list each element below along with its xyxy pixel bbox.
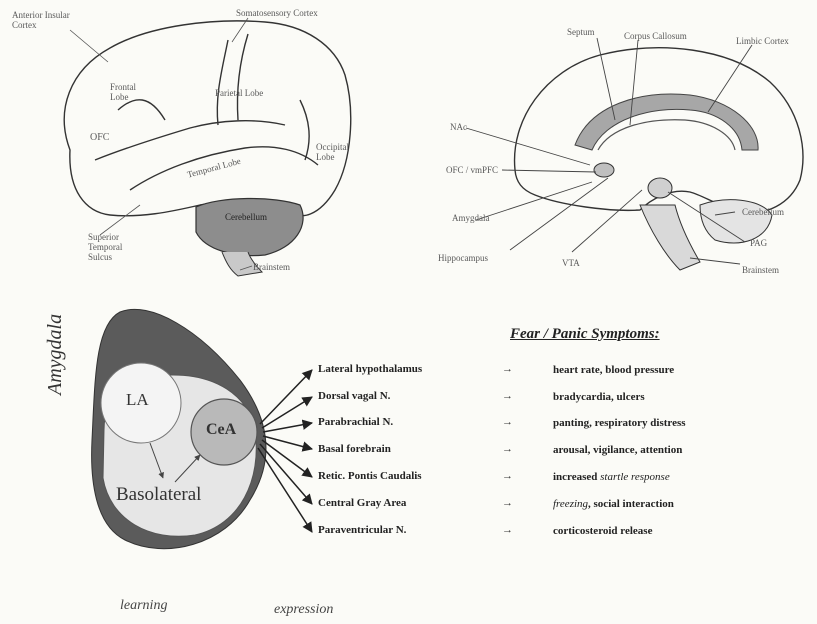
limbic-inner: [598, 120, 735, 150]
learning-label: learning: [120, 598, 167, 614]
medial-brainstem: [640, 205, 700, 270]
target-label: Lateral hypothalamus: [318, 363, 422, 375]
lateral-fissure: [95, 121, 285, 160]
symptom-arrow: →: [502, 416, 513, 428]
target-label: Basal forebrain: [318, 443, 391, 455]
symptom-arrow: →: [502, 390, 513, 402]
lateral-cerebellum: [196, 198, 303, 255]
label-vta: VTA: [562, 258, 580, 268]
basolateral-label: Basolateral: [116, 484, 201, 506]
target-label: Central Gray Area: [318, 497, 406, 509]
label-superior-temporal-sulcus: Superior Temporal Sulcus: [88, 232, 140, 262]
symptom-arrow: →: [502, 363, 513, 375]
label-ofc: OFC: [90, 133, 109, 143]
symptom-arrow: →: [502, 497, 513, 509]
label-brainstem-medial: Brainstem: [742, 265, 779, 275]
cea-label: CeA: [206, 421, 236, 439]
label-nac: NAc: [450, 122, 467, 132]
label-cerebellum-medial: Cerebellum: [742, 207, 784, 217]
symptom-arrow: →: [502, 524, 513, 536]
target-label: Parabrachial N.: [318, 416, 393, 428]
symptom-label: heart rate, blood pressure: [553, 364, 674, 376]
symptom-prefix: increased: [553, 471, 597, 483]
lateral-brain-illustration: [64, 21, 350, 216]
symptom-arrow: →: [502, 443, 513, 455]
symptom-suffix: , social interaction: [588, 498, 674, 510]
label-cerebellum-lateral: Cerebellum: [225, 212, 267, 222]
symptom-label: bradycardia, ulcers: [553, 391, 645, 403]
medial-pag-region: [648, 178, 672, 198]
cea-efferent-arrows: [258, 370, 312, 532]
frontal-fold: [118, 100, 165, 120]
symptom-italic: freezing: [553, 498, 588, 510]
corpus-callosum: [575, 94, 758, 150]
target-label: Retic. Pontis Caudalis: [318, 470, 422, 482]
symptom-arrow: →: [502, 470, 513, 482]
target-label: Dorsal vagal N.: [318, 390, 390, 402]
label-parietal-lobe: Parietal Lobe: [215, 88, 263, 98]
amygdala-side-label: Amygdala: [44, 314, 67, 395]
label-somatosensory-cortex: Somatosensory Cortex: [236, 8, 318, 18]
label-brainstem-lateral: Brainstem: [253, 262, 290, 272]
label-limbic-cortex: Limbic Cortex: [736, 36, 789, 46]
label-corpus-callosum: Corpus Callosum: [624, 31, 687, 41]
symptom-label: freezing, social interaction: [553, 498, 674, 510]
target-label: Paraventricular N.: [318, 524, 406, 536]
label-pag: PAG: [750, 238, 767, 248]
label-occipital-lobe: Occipital Lobe: [316, 142, 360, 162]
symptom-italic: startle response: [600, 471, 670, 483]
medial-nac-region: [594, 163, 614, 177]
central-sulcus: [217, 40, 228, 125]
symptom-label: panting, respiratory distress: [553, 417, 686, 429]
postcentral-sulcus: [237, 34, 248, 120]
symptom-label: increased startle response: [553, 471, 670, 483]
lateral-brain-outline: [64, 21, 350, 216]
symptom-label: corticosteroid release: [553, 525, 652, 537]
label-amygdala-medial: Amygdala: [452, 213, 490, 223]
symptoms-title: Fear / Panic Symptoms:: [510, 326, 660, 343]
label-frontal-lobe: Frontal Lobe: [110, 82, 144, 102]
label-anterior-insular-cortex: Anterior Insular Cortex: [12, 10, 74, 30]
symptom-label: arousal, vigilance, attention: [553, 444, 682, 456]
label-septum: Septum: [567, 27, 595, 37]
label-hippocampus: Hippocampus: [438, 253, 488, 263]
label-ofc-vmpfc: OFC / vmPFC: [446, 165, 498, 175]
expression-label: expression: [274, 602, 333, 618]
la-label: LA: [126, 390, 149, 410]
